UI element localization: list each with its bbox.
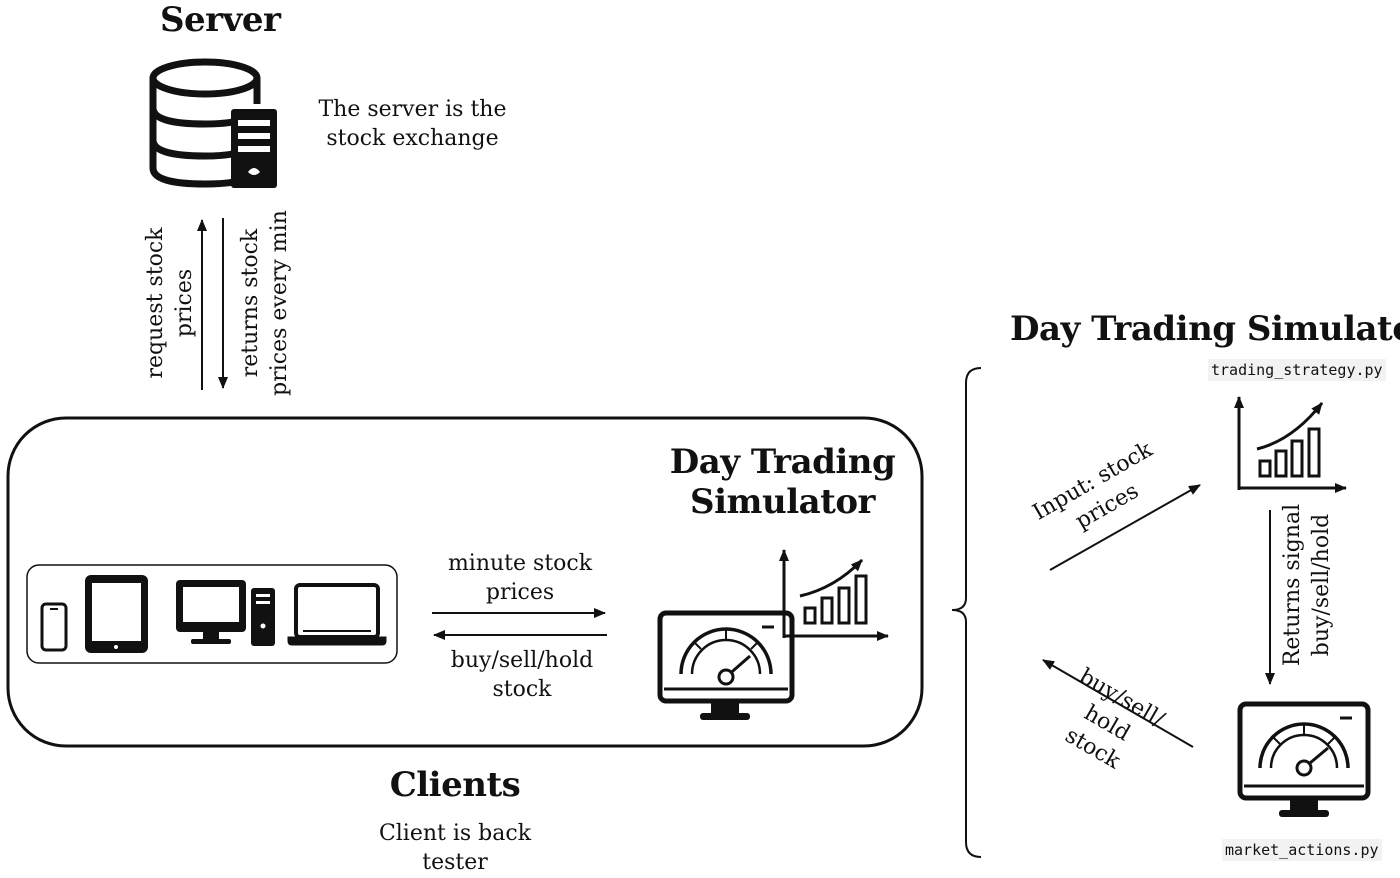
minute-prices-label: minute stock prices <box>430 549 610 607</box>
server-description-line1: The server is the <box>318 97 507 122</box>
server-description-line2: stock exchange <box>326 126 499 151</box>
actions-file-label: market_actions.py <box>1222 839 1382 861</box>
laptop-icon <box>287 583 387 646</box>
signal-label-line1: Returns signal <box>1280 503 1305 667</box>
client-action-label-line1: buy/sell/hold <box>450 648 594 673</box>
clients-box <box>6 416 924 748</box>
market-gauge-monitor-icon <box>1237 701 1371 817</box>
curly-brace <box>951 367 982 858</box>
request-label: request stock prices <box>141 213 199 393</box>
client-simulator-title: Day Trading Simulator <box>660 442 905 522</box>
client-action-label-line2: stock <box>492 677 552 702</box>
client-simulator-title-line1: Day Trading <box>669 442 896 482</box>
market-action-arrow <box>1042 659 1194 748</box>
server-description: The server is the stock exchange <box>315 95 510 153</box>
server-title: Server <box>160 0 281 40</box>
minute-prices-label-line2: prices <box>485 580 555 605</box>
request-label-line1: request stock <box>143 227 168 379</box>
clients-description: Client is back tester <box>365 819 545 877</box>
signal-label-line2: buy/sell/hold <box>1309 513 1334 657</box>
signal-label: Returns signal buy/sell/hold <box>1278 500 1336 670</box>
strategy-file-label: trading_strategy.py <box>1208 359 1386 381</box>
clients-description-line2: tester <box>422 850 488 875</box>
input-arrow <box>1049 484 1201 571</box>
strategy-chart-icon <box>1234 396 1347 493</box>
smartphone-icon <box>40 602 68 652</box>
clients-title: Clients <box>389 765 521 805</box>
growth-chart-icon <box>779 549 889 641</box>
minute-prices-label-line1: minute stock <box>447 551 593 576</box>
tablet-icon <box>85 575 148 653</box>
returns-label-line2: prices every min <box>267 210 292 396</box>
desktop-icon <box>176 580 275 646</box>
gauge-monitor-icon <box>657 610 795 720</box>
client-action-label: buy/sell/hold stock <box>430 646 614 704</box>
clients-description-line1: Client is back <box>378 821 532 846</box>
returns-label: returns stock prices every min <box>236 203 294 403</box>
request-label-line2: prices <box>172 268 197 338</box>
devices-frame <box>26 564 398 664</box>
server-tower-icon <box>231 109 277 188</box>
returns-label-line1: returns stock <box>238 228 263 378</box>
client-simulator-title-line2: Simulator <box>690 482 875 522</box>
detail-title: Day Trading Simulator <box>1010 309 1400 349</box>
